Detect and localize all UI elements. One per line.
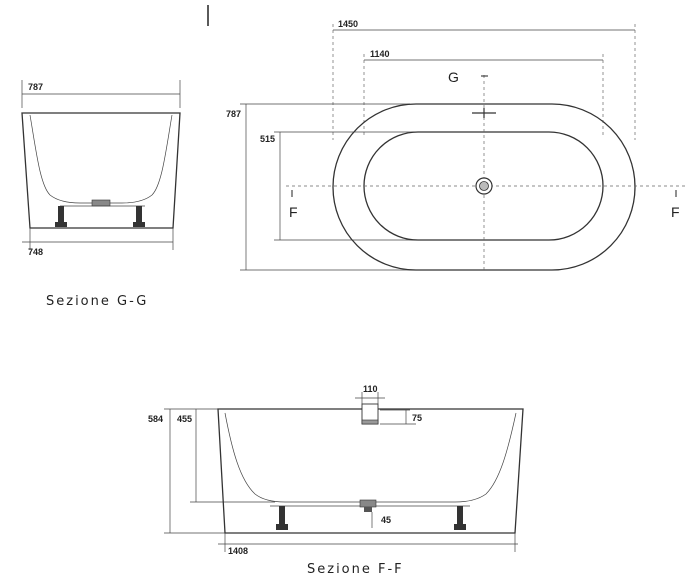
- dim-g-top-width: 787: [28, 82, 43, 92]
- section-f-drawing: 584 455 110 75 45 1408: [148, 384, 524, 556]
- dim-f-height: 584: [148, 414, 163, 424]
- dim-f-inner-height: 455: [177, 414, 192, 424]
- section-f-title: Sezione F-F: [307, 562, 404, 577]
- dim-plan-width: 787: [226, 109, 241, 119]
- dim-f-drain-depth: 75: [412, 413, 422, 423]
- marker-f-right: F: [671, 204, 680, 220]
- dim-f-bottom-length: 1408: [228, 546, 248, 556]
- dim-plan-inner-length: 1140: [370, 49, 390, 59]
- dim-f-foot-height: 45: [381, 515, 391, 525]
- section-g-drawing: 787 748: [21, 80, 181, 257]
- dim-plan-length: 1450: [338, 19, 358, 29]
- dim-g-bottom-width: 748: [28, 247, 43, 257]
- dim-plan-inner-width: 515: [260, 134, 275, 144]
- marker-f-left: F: [289, 204, 298, 220]
- dim-f-drain-width: 110: [363, 384, 378, 394]
- plan-view-drawing: 1450 1140 787 515 G F: [226, 19, 686, 272]
- section-g-title: Sezione G-G: [46, 294, 148, 309]
- marker-g: G: [448, 69, 459, 85]
